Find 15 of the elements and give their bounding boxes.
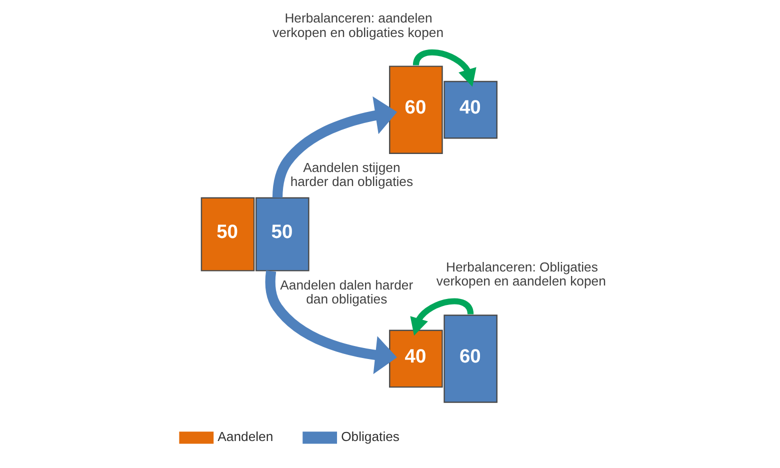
node-box: 60 [444, 314, 498, 403]
node-box: 60 [389, 66, 443, 154]
node-box: 40 [389, 330, 443, 388]
edge-label: Herbalanceren: Obligaties verkopen en aandelen kopen [436, 260, 606, 289]
edge-label: Herbalanceren: aandelen verkopen en obligaties kopen [272, 10, 444, 40]
legend-label: Obligaties [341, 429, 400, 444]
node-box: 50 [200, 197, 255, 272]
arrow [410, 298, 474, 336]
node-box: 40 [444, 80, 498, 139]
arrow [272, 96, 398, 198]
edge-label: Aandelen dalen harder dan obligaties [280, 277, 414, 306]
legend-label: Aandelen [218, 429, 274, 444]
arrow [412, 49, 476, 87]
node-box: 50 [255, 197, 310, 272]
edge-label: Aandelen stijgen harder dan obligaties [290, 160, 414, 190]
